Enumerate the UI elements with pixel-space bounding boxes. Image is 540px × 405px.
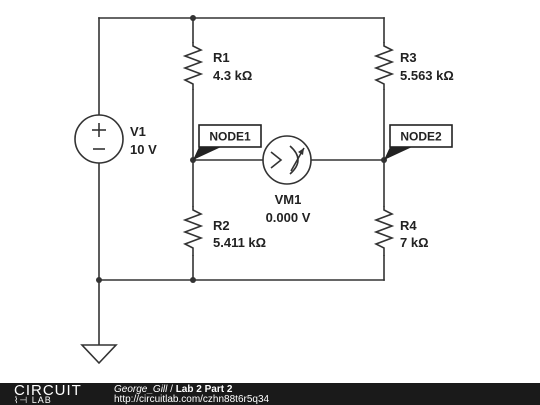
node1-flag[interactable]: NODE1 [193, 124, 262, 160]
footer-bar: CIRCUIT ⌇⊣ LAB George_Gill / Lab 2 Part … [0, 383, 540, 405]
logo-text-top: CIRCUIT [14, 382, 82, 399]
author-link[interactable]: George_Gill [114, 384, 168, 395]
circuit-url-link[interactable]: http://circuitlab.com/czhn88t6r5q34 [114, 394, 270, 405]
resistor-r3-symbol[interactable] [373, 42, 395, 90]
voltage-source-v1[interactable] [74, 114, 124, 164]
vm1-name: VM1 [275, 192, 302, 207]
logo-text-bottom: ⌇⊣ LAB [14, 395, 52, 405]
node1-label: NODE1 [209, 130, 251, 144]
vm1-value: 0.000 V [266, 210, 311, 225]
resistor-r2-symbol[interactable] [182, 206, 204, 256]
title-separator: / [167, 384, 176, 395]
r4-value: 7 kΩ [400, 235, 429, 250]
r2-value: 5.411 kΩ [213, 235, 266, 250]
v1-value: 10 V [130, 142, 157, 157]
resistor-r4-symbol[interactable] [373, 206, 395, 256]
v1-name: V1 [130, 124, 146, 139]
r3-value: 5.563 kΩ [400, 68, 454, 83]
r1-value: 4.3 kΩ [213, 68, 252, 83]
logo-wave-icon: ⌇⊣ [14, 395, 32, 405]
resistor-r1-symbol[interactable] [182, 42, 204, 90]
r4-name: R4 [400, 218, 417, 233]
r2-name: R2 [213, 218, 230, 233]
chevron-right-icon [270, 151, 283, 169]
r1-name: R1 [213, 50, 230, 65]
circuit-title: Lab 2 Part 2 [175, 384, 233, 395]
ground-icon [80, 344, 118, 365]
node2-flag[interactable]: NODE2 [384, 124, 453, 160]
junction-dot [96, 277, 102, 283]
footer-title-line: George_Gill / Lab 2 Part 2 [114, 384, 232, 395]
junction-dot [190, 15, 196, 21]
voltmeter-vm1[interactable] [262, 135, 312, 185]
r3-name: R3 [400, 50, 417, 65]
junction-dot [190, 277, 196, 283]
node2-label: NODE2 [400, 130, 442, 144]
